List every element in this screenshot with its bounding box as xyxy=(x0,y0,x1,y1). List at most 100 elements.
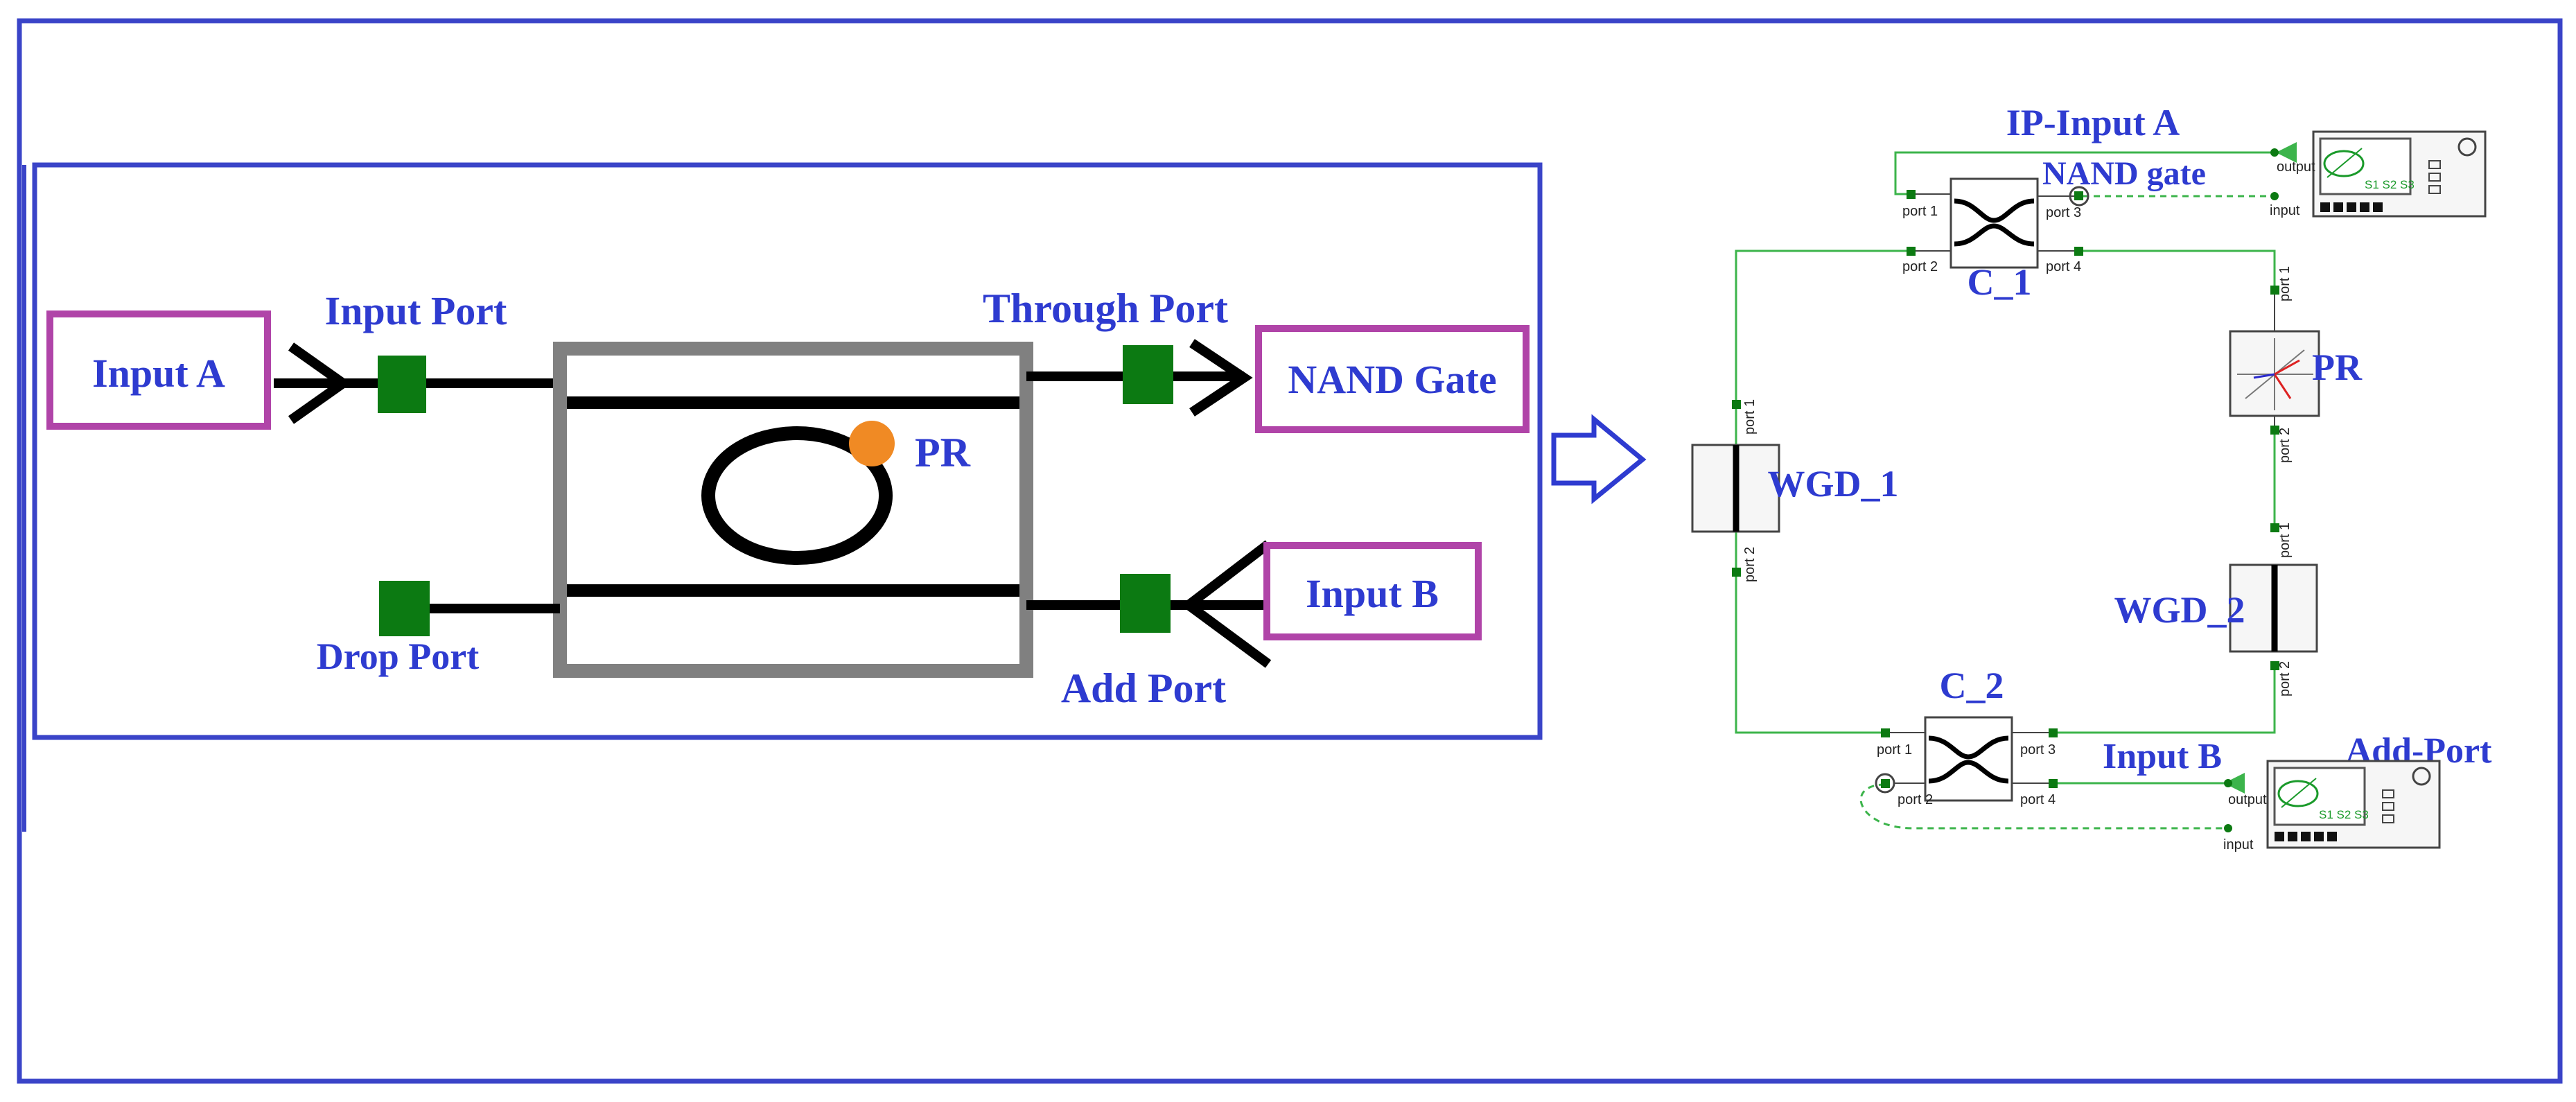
pr-polarization-vector-3 xyxy=(2253,373,2275,379)
input-arrow-head xyxy=(288,342,352,424)
input-b-box xyxy=(1263,542,1482,640)
pr-port2-pin xyxy=(2270,426,2279,435)
wgd1-port2-label: port 2 xyxy=(1742,547,1758,582)
input-b-label-right: Input B xyxy=(2103,737,2222,776)
analyzer-1-output-label: output xyxy=(2277,159,2315,175)
c2-coupler-icon xyxy=(1928,735,2009,784)
analyzer-1-input-pin xyxy=(2270,192,2279,200)
c2-port4-pin xyxy=(2049,779,2058,788)
ring xyxy=(701,426,893,565)
analyzer-2-key-5 xyxy=(2327,832,2337,841)
wgd1-port2-pin xyxy=(1732,568,1741,577)
pr-port2-label: port 2 xyxy=(2277,428,2293,463)
pr-port1-label: port 1 xyxy=(2277,266,2293,301)
analyzer-1-sphere-axis xyxy=(2327,148,2363,178)
analyzer-1-output-pin xyxy=(2270,148,2279,157)
analyzer-1-input-label: input xyxy=(2270,203,2300,218)
analyzer-1-channels: S1 S2 S3 xyxy=(2365,178,2415,191)
wgd1-label: WGD_1 xyxy=(1768,463,1899,505)
analyzer-2-output-label: output xyxy=(2228,792,2267,807)
wire-analyzer1-output-to-c1-port1 xyxy=(1894,142,2297,195)
analyzer-1-button-a xyxy=(2428,160,2441,169)
input-b-label: Input B xyxy=(1306,571,1439,616)
analyzer-2-knob xyxy=(2412,767,2431,786)
analyzer-2-button-a xyxy=(2382,789,2394,798)
analyzer-2-channels: S1 S2 S3 xyxy=(2319,808,2369,821)
c2-port3-pin xyxy=(2049,728,2058,737)
analyzer-2-key-3 xyxy=(2301,832,2311,841)
c2-label: C_2 xyxy=(1940,665,2004,706)
c1-port1-label: port 1 xyxy=(1902,204,1938,219)
wgd1-port1-label: port 1 xyxy=(1742,399,1758,435)
analyzer-1-key-1 xyxy=(2320,202,2330,212)
analyzer-2-key-4 xyxy=(2314,832,2324,841)
analyzer-2-sphere-axis xyxy=(2281,778,2317,808)
wgd2-port2-pin xyxy=(2270,661,2279,670)
analyzer-1-key-2 xyxy=(2333,202,2343,212)
pr-port1-pin xyxy=(2270,286,2279,295)
wgd1-port1-pin xyxy=(1732,400,1741,409)
wire-c1-port2-to-wgd1 xyxy=(1735,250,1911,404)
outer-frame xyxy=(17,18,2563,1084)
pr-polarization-vector-1 xyxy=(2274,359,2300,376)
wgd2-port1-label: port 1 xyxy=(2277,523,2293,558)
c2-port4-label: port 4 xyxy=(2020,792,2056,807)
nand-gate-label-right: NAND gate xyxy=(2042,155,2206,192)
wgd2-port2-label: port 2 xyxy=(2277,661,2293,697)
analyzer-2-input-pin xyxy=(2224,824,2232,832)
analyzer-2-output-pin xyxy=(2224,779,2232,787)
c2-port1-pin xyxy=(1881,728,1890,737)
through-port-label: Through Port xyxy=(983,286,1228,331)
c1-port2-label: port 2 xyxy=(1902,259,1938,274)
wire-wgd2-to-c2-port3 xyxy=(2053,665,2276,734)
wgd2-port1-pin xyxy=(2270,523,2279,532)
analyzer-2-button-c xyxy=(2382,814,2394,823)
analyzer-2-key-2 xyxy=(2288,832,2297,841)
analyzer-2-sphere-icon xyxy=(2277,780,2319,807)
c1-port4-pin xyxy=(2074,247,2083,256)
c1-port4-label: port 4 xyxy=(2046,259,2081,274)
analyzer-1-key-4 xyxy=(2360,202,2369,212)
c1-coupler xyxy=(1949,177,2039,269)
ring-resonator-box xyxy=(553,342,1033,678)
analyzer-1-screen xyxy=(2319,137,2412,195)
analyzer-1-button-b xyxy=(2428,173,2441,182)
c1-port2-pin xyxy=(1907,247,1916,256)
wire-c2-port2-to-analyzer2-input xyxy=(1859,783,2228,830)
add-port-label: Add Port xyxy=(1061,665,1226,711)
nand-gate-label: NAND Gate xyxy=(1288,357,1496,402)
left-panel-frame xyxy=(32,162,1543,740)
add-arrow-head xyxy=(1180,540,1272,668)
wire-wgd1-to-c2-port1 xyxy=(1735,572,1885,734)
pr-label: PR xyxy=(915,430,971,475)
analyzer-1-key-3 xyxy=(2347,202,2356,212)
wgd2-label: WGD_2 xyxy=(2114,589,2245,631)
right-circuit: port 1 port 2 port 3 port 4 C_1 IP-Input… xyxy=(1691,102,2492,852)
analyzer-2-button-b xyxy=(2382,802,2394,811)
c1-coupler-icon xyxy=(1954,198,2035,247)
input-a-label: Input A xyxy=(92,351,225,396)
analyzer-1-button-c xyxy=(2428,185,2441,194)
analyzer-1-knob xyxy=(2457,137,2477,157)
c1-port3-pin xyxy=(2074,191,2083,200)
analyzer-2-key-1 xyxy=(2275,832,2284,841)
hollow-right-arrow-icon xyxy=(1551,414,1647,505)
nand-gate-box xyxy=(1255,325,1530,433)
input-port-label: Input Port xyxy=(325,288,507,333)
input-a-box xyxy=(46,311,271,430)
c2-port3-label: port 3 xyxy=(2020,742,2056,758)
through-arrow-head xyxy=(1189,339,1253,417)
wire-c1-port4-to-pr xyxy=(2079,250,2276,290)
c1-label: C_1 xyxy=(1968,261,2032,303)
c2-port2-label: port 2 xyxy=(1898,792,1933,807)
c1-port3-label: port 3 xyxy=(2046,205,2081,220)
drop-port-square xyxy=(379,581,430,636)
input-port-square xyxy=(378,356,426,413)
left-schematic: Input A Input Port PR Through Port NAND … xyxy=(22,162,1543,832)
c2-port2-pin xyxy=(1881,779,1890,788)
c2-port1-label: port 1 xyxy=(1877,742,1912,758)
analyzer-1-sphere-icon xyxy=(2323,150,2365,177)
analyzer-2-input-label: input xyxy=(2223,837,2254,852)
analyzer-2-screen xyxy=(2273,767,2366,826)
